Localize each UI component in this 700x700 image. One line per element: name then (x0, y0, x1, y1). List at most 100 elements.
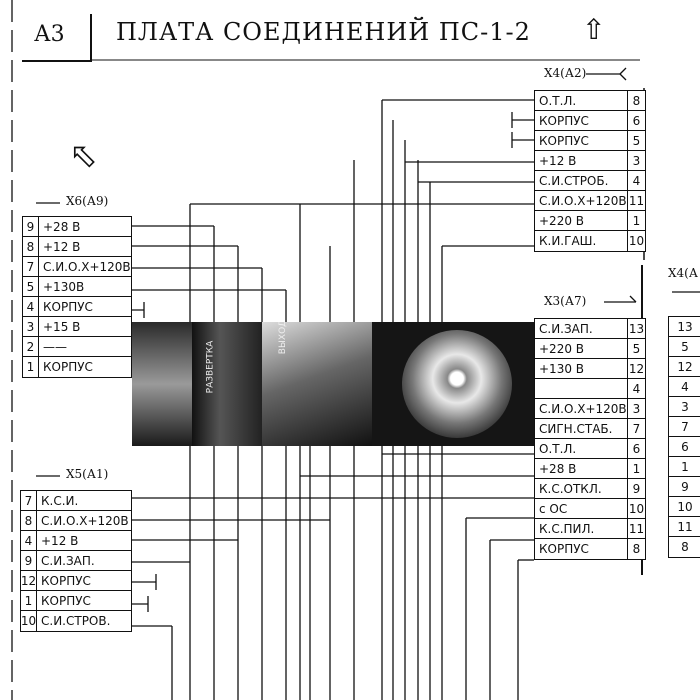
connector-row: С.И.ЗАП.13 (535, 319, 645, 339)
pin-number: 10 (627, 231, 645, 251)
pin-number: 8 (627, 539, 645, 559)
pin-number: 11 (627, 519, 645, 538)
connector-row: 12 КОРПУС (21, 571, 131, 591)
pin-number: 7 (21, 491, 37, 510)
signal-label: +130 В (539, 361, 585, 376)
pin-number: 8 (23, 237, 39, 256)
signal-label: —— (43, 339, 67, 354)
connector-row: К.С.ОТКЛ.9 (535, 479, 645, 499)
title-frame (22, 14, 92, 62)
connector-x5a1-label: Х5(А1) (66, 467, 109, 481)
connector-x4-right-label: Х4(А (668, 266, 698, 280)
photo-car-front (132, 322, 192, 446)
connector-x6a9-label: Х6(А9) (66, 194, 109, 208)
pin-number: 11 (627, 191, 645, 210)
signal-label: +220 В (539, 213, 585, 228)
pin-number: 12 (627, 359, 645, 378)
pin-number: 5 (669, 337, 700, 357)
signal-label: С.И.СТРОВ. (41, 614, 111, 628)
signal-label: +15 В (43, 319, 81, 334)
pin-number: 9 (23, 217, 39, 236)
signal-label: КОРПУС (43, 299, 93, 314)
signal-label: О.Т.Л. (539, 441, 577, 456)
pin-number: 3 (23, 317, 39, 336)
connector-row: СИГН.СТАБ.7 (535, 419, 645, 439)
pin-number: 12 (669, 357, 700, 377)
pin-number: 13 (627, 319, 645, 338)
connector-row: +130 В 12 (535, 359, 645, 379)
connector-row: 2 —— (23, 337, 131, 357)
connector-row: С.И.СТРОБ.4 (535, 171, 645, 191)
up-arrow-icon: ⇧ (582, 13, 606, 46)
pin-number: 11 (669, 517, 700, 537)
pin-number: 4 (23, 297, 39, 316)
connector-x3a7-label: Х3(А7) (544, 294, 587, 308)
pin-number: 2 (23, 337, 39, 356)
signal-label: +130В (43, 279, 85, 294)
title-ref: А3 (34, 22, 65, 47)
signal-label: +28 В (43, 219, 81, 234)
connector-row: О.Т.Л. 8 (535, 91, 645, 111)
signal-label: +12 В (43, 239, 81, 254)
photo-caption-1: РАЗВЕРТКА (205, 340, 216, 394)
signal-label: О.Т.Л. (539, 93, 577, 108)
signal-label: К.С.ПИЛ. (539, 521, 595, 536)
connector-row: 5+130В (23, 277, 131, 297)
pin-number: 3 (627, 399, 645, 418)
disc-image (402, 330, 512, 438)
signal-label: +28 В (539, 461, 577, 476)
pin-number: 9 (627, 479, 645, 498)
pin-number: 1 (21, 591, 37, 610)
signal-label: +12 В (41, 533, 79, 548)
signal-label: К.И.ГАШ. (539, 234, 597, 248)
signal-label: КОРПУС (539, 113, 589, 128)
pin-number: 12 (21, 571, 37, 590)
connector-row: О.Т.Л. 6 (535, 439, 645, 459)
pin-number: 6 (627, 439, 645, 458)
connector-row: 4 КОРПУС (23, 297, 131, 317)
pin-number: 4 (627, 171, 645, 190)
signal-label: КОРПУС (41, 573, 91, 588)
pin-number: 9 (21, 551, 37, 570)
connector-row: 8 С.И.О.Х+120В (21, 511, 131, 531)
connector-row: 4+12 В (21, 531, 131, 551)
photo-street: ВЫХОД (262, 322, 372, 446)
pin-number: 3 (627, 151, 645, 170)
pin-number: 6 (669, 437, 700, 457)
connector-row: 8 +12 В (23, 237, 131, 257)
signal-label: С.И.О.Х+120В (41, 513, 129, 528)
photo-disc (372, 322, 534, 446)
signal-label: С.И.О.Х+120В (43, 259, 131, 274)
pin-number: 10 (669, 497, 700, 517)
signal-label: КОРПУС (539, 133, 589, 148)
pin-number: 1 (23, 357, 39, 377)
pin-number: 4 (669, 377, 700, 397)
pin-number: 8 (627, 91, 645, 110)
page-title: ПЛАТА СОЕДИНЕНИЙ ПС-1-2 (116, 18, 531, 46)
pin-number: 4 (627, 379, 645, 398)
pin-number: 9 (669, 477, 700, 497)
signal-label: СИГН.СТАБ. (539, 421, 613, 436)
signal-label: КОРПУС (41, 593, 91, 608)
pin-number: 10 (627, 499, 645, 518)
pin-number: 8 (21, 511, 37, 530)
connector-row: 4 (535, 379, 645, 399)
